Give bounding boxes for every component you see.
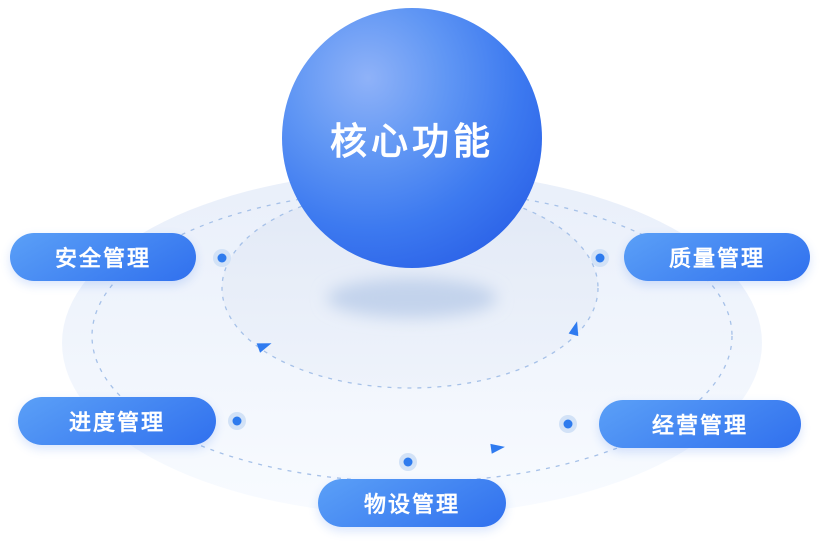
core-sphere: 核心功能 bbox=[282, 8, 542, 268]
core-sphere-label: 核心功能 bbox=[330, 121, 494, 162]
flow-arrow bbox=[490, 443, 505, 454]
orbit-dot-progress bbox=[228, 412, 246, 430]
node-pill-operations: 经营管理 bbox=[599, 400, 801, 448]
orbit-outer bbox=[91, 189, 733, 483]
flow-arrow bbox=[256, 343, 272, 353]
node-pill-facility: 物设管理 bbox=[318, 479, 506, 527]
flow-arrow bbox=[568, 321, 579, 337]
orbit-dot-operations bbox=[559, 415, 577, 433]
orbit-dot-safety bbox=[213, 249, 231, 267]
orbit-dot-quality bbox=[591, 249, 609, 267]
node-pill-safety: 安全管理 bbox=[10, 233, 196, 281]
node-pill-quality: 质量管理 bbox=[624, 233, 810, 281]
node-pill-progress: 进度管理 bbox=[18, 397, 216, 445]
sphere-shadow bbox=[327, 278, 497, 318]
orbit-dot-facility bbox=[399, 453, 417, 471]
